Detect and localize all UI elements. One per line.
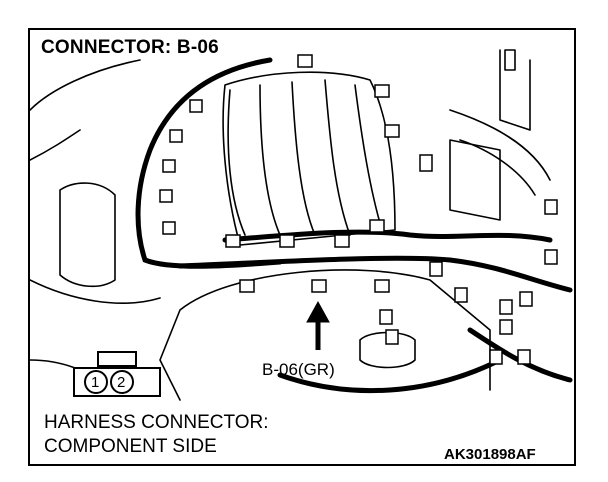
connector-block: [225, 234, 241, 248]
right-hose-lower: [449, 139, 501, 221]
connector-block: [374, 84, 390, 98]
cylinder-head-outline: [159, 269, 491, 401]
engine-bay-illustration: [30, 49, 573, 401]
connector-block: [297, 54, 313, 68]
harness-main-mid: [222, 229, 553, 243]
connector-pin-2-label: 2: [117, 374, 126, 391]
right-bracket: [499, 49, 531, 131]
connector-block: [544, 199, 558, 215]
small-connector-pin: [504, 49, 516, 71]
connector-block: [454, 287, 468, 303]
connector-block: [279, 234, 295, 248]
connector-block: [239, 279, 255, 293]
connector-block: [544, 249, 558, 265]
intake-plenum: [222, 71, 396, 246]
caption-line-2: COMPONENT SIDE: [44, 436, 217, 457]
connector-pin-1-circle: [84, 370, 108, 394]
connector-block: [384, 124, 400, 138]
intake-runner-1: [227, 89, 246, 236]
connector-block: [419, 154, 433, 172]
connector-block-b06: [374, 279, 390, 293]
connector-block: [379, 309, 393, 325]
connector-block: [311, 279, 327, 293]
connector-pin-2-circle: [110, 370, 134, 394]
connector-block: [334, 234, 350, 248]
connector-block: [159, 189, 173, 203]
diagram-frame: 1 2 CONNECTOR: B-06 B-06(GR) HARNESS CON…: [28, 28, 576, 466]
callout-arrow-head: [306, 300, 330, 323]
connector-block: [369, 219, 385, 233]
engine-outline-left-post: [59, 182, 116, 288]
connector-block: [385, 329, 399, 345]
connector-symbol-tab: [97, 351, 137, 367]
connector-callout-label: B-06(GR): [262, 360, 335, 379]
connector-block: [429, 261, 443, 277]
figure-id: AK301898AF: [444, 446, 536, 463]
connector-block: [517, 349, 531, 365]
reservoir-cap: [359, 331, 416, 369]
intake-runner-3: [291, 81, 316, 236]
connector-block: [169, 129, 183, 143]
intake-runner-5: [354, 84, 383, 231]
connector-block: [489, 349, 503, 365]
connector-block: [499, 319, 513, 335]
caption-line-1: HARNESS CONNECTOR:: [44, 412, 269, 433]
connector-block: [162, 159, 176, 173]
engine-outline-upper-left: [30, 59, 141, 161]
connector-block: [162, 221, 176, 235]
intake-runner-4: [324, 79, 351, 236]
connector-block: [519, 291, 533, 307]
connector-pin-1-label: 1: [91, 374, 100, 391]
connector-block: [499, 299, 513, 315]
diagram-title: CONNECTOR: B-06: [38, 37, 222, 58]
harness-main-lower: [177, 255, 573, 293]
harness-bottom-sweep: [277, 357, 503, 394]
intake-runner-2: [259, 84, 281, 236]
harness-right-branch: [467, 327, 573, 383]
connector-block: [189, 99, 203, 113]
